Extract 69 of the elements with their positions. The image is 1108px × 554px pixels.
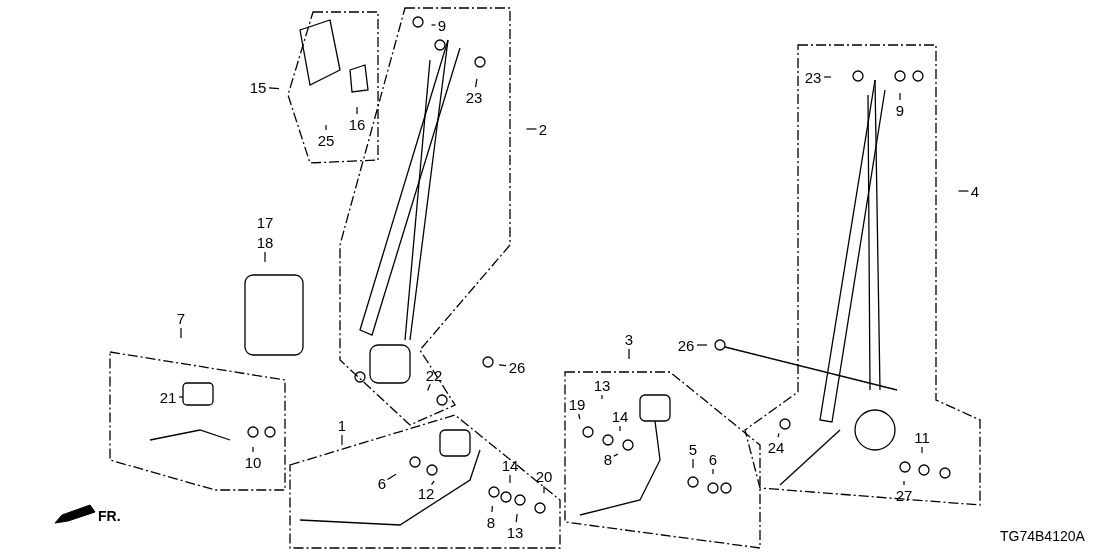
callout-number: 14 [501,456,519,474]
callout-number: 6 [377,474,387,492]
callout-number: 12 [417,484,435,502]
leader-line [628,348,630,360]
leader-line [341,434,343,446]
leader-line [903,480,905,486]
callout-number: 15 [249,78,267,96]
leader-line [921,446,923,454]
leader-line [474,78,478,88]
leader-line [386,473,397,481]
callout-number: 27 [895,486,913,504]
leader-line [325,124,327,131]
callout-number: 14 [611,407,629,425]
leader-line [823,76,832,78]
leader-line [543,485,545,494]
callout-number: 19 [568,395,586,413]
callout-number: 13 [593,376,611,394]
callout-number: 6 [708,450,718,468]
callout-number: 25 [317,131,335,149]
callout-number: 23 [804,68,822,86]
callout-number: 11 [914,428,930,446]
callout-number: 5 [688,440,698,458]
callout-number: 7 [176,309,186,327]
callout-number: 10 [244,453,262,471]
leader-line [619,425,621,432]
leader-line [268,87,280,90]
leader-line [178,396,184,398]
leader-line [525,128,538,130]
leader-line [957,190,970,192]
leader-line [601,394,603,400]
leader-line [692,458,694,469]
callout-number: 8 [603,450,613,468]
callout-number: 18 [256,233,274,251]
leader-line [252,446,254,453]
callout-number: 17 [256,213,274,231]
callout-number: 8 [486,513,496,531]
direction-label: FR. [98,508,121,524]
callout-number: 20 [535,467,553,485]
leader-line [777,432,780,438]
callout-number: 26 [508,358,526,376]
leader-line [712,468,714,475]
leader-line [264,251,266,263]
callout-number: 26 [677,336,695,354]
leader-line [430,480,435,486]
callout-number: 9 [895,101,905,119]
leader-line [696,344,708,346]
leader-line [180,327,182,339]
callout-number: 21 [159,388,177,406]
callout-number: 3 [624,330,634,348]
leader-line [498,364,507,367]
callout-number: 16 [348,115,366,133]
leader-line [578,413,581,420]
callout-number: 13 [506,523,524,541]
leader-line [515,513,518,523]
leader-line [613,453,619,457]
leader-line [491,505,493,513]
part-code: TG74B4120A [1000,528,1085,544]
callout-number: 23 [465,88,483,106]
leader-line [509,474,511,484]
callout-number: 2 [538,120,548,138]
callout-number: 4 [970,182,980,200]
leader-line [899,92,901,101]
callout-number: 9 [437,16,447,34]
leader-line [356,106,358,115]
leader-line [430,24,437,26]
callout-number: 24 [767,438,785,456]
callout-number: 22 [425,366,443,384]
leader-line [427,383,431,392]
callout-number: 1 [337,416,347,434]
